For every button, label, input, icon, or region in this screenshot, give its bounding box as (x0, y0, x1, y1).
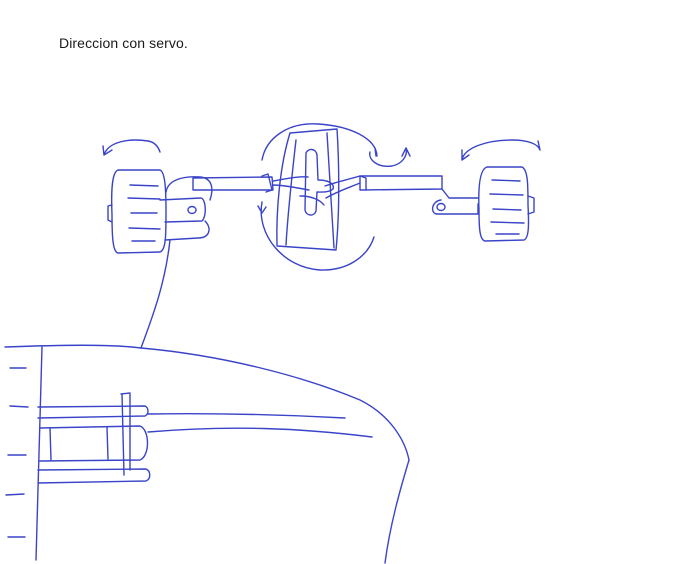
left-wheel-tread (128, 185, 160, 241)
right-wheel-tread (490, 180, 524, 234)
right-tie-rod-joint (360, 176, 366, 190)
detail-pin (121, 393, 130, 475)
detail-left-edge (36, 347, 42, 560)
detail-knuckle-body (40, 426, 148, 461)
right-steering-arm (360, 176, 478, 214)
right-wheel-body (479, 167, 529, 241)
left-rotation-arrow (103, 140, 160, 155)
right-tie-rod (360, 176, 442, 190)
right-wheel (462, 140, 540, 241)
servo (258, 124, 410, 270)
right-pivot-hole (437, 204, 445, 211)
sketch-ink-group (5, 124, 540, 563)
left-steering-arm (160, 174, 273, 240)
left-pivot-hole (188, 207, 196, 214)
detail-lower-rod (38, 469, 150, 483)
callout-line (141, 240, 170, 348)
right-rotation-arrow (462, 140, 540, 160)
detail-margin-ticks (6, 368, 28, 537)
detail-upper-rod (38, 406, 148, 418)
detail-view (5, 345, 409, 563)
left-tie-rod (193, 177, 273, 190)
left-knuckle-plate (160, 198, 205, 222)
left-wheel (103, 140, 166, 253)
detail-link-upper (148, 414, 345, 418)
detail-outline-top (5, 345, 409, 460)
detail-knuckle-divider (50, 427, 108, 460)
detail-outline-right (385, 460, 409, 563)
detail-link-lower (148, 428, 372, 437)
